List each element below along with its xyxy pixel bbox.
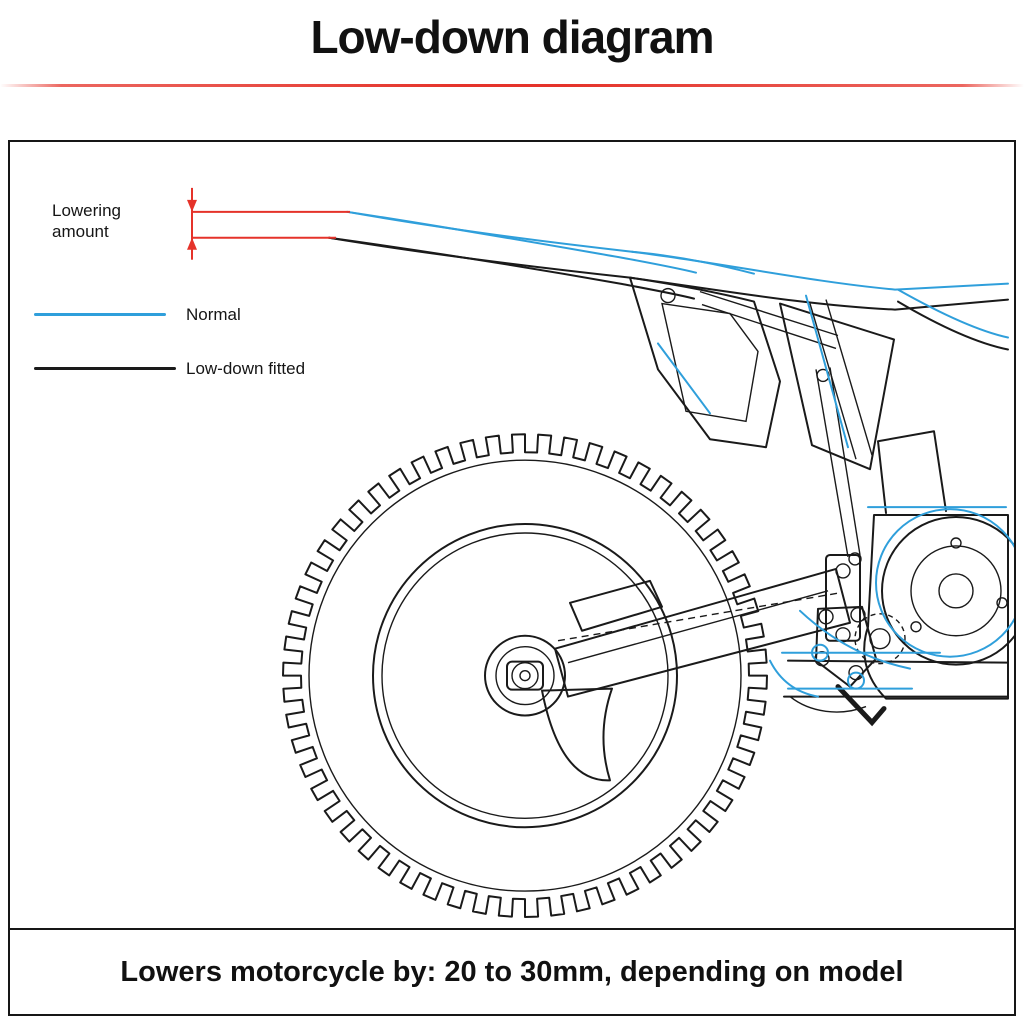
swingarm bbox=[541, 553, 861, 782]
legend-normal-line-swatch bbox=[34, 313, 166, 316]
footer-bar: Lowers motorcycle by: 20 to 30mm, depend… bbox=[10, 928, 1014, 1014]
legend-lowdown-line-swatch bbox=[34, 367, 176, 370]
lowering-amount-label: Lowering amount bbox=[52, 201, 121, 242]
page-title: Low-down diagram bbox=[310, 11, 714, 63]
bodywork-lowdown bbox=[328, 236, 1009, 566]
motorcycle-diagram bbox=[187, 187, 1014, 919]
diagram-canvas: Lowering amount Normal Low-down fitted bbox=[10, 142, 1014, 928]
bodywork-normal bbox=[346, 210, 1014, 698]
footer-text: Lowers motorcycle by: 20 to 30mm, depend… bbox=[120, 955, 904, 988]
knobby-tire-outline bbox=[282, 433, 768, 919]
diagram-frame: Lowering amount Normal Low-down fitted L… bbox=[8, 140, 1016, 1016]
dimension-indicator bbox=[187, 187, 350, 260]
legend-normal-label: Normal bbox=[186, 305, 241, 324]
title-underline-rule bbox=[0, 84, 1024, 87]
legend-lowdown-label: Low-down fitted bbox=[186, 359, 306, 378]
engine bbox=[783, 430, 1014, 727]
rear-wheel bbox=[282, 433, 768, 919]
